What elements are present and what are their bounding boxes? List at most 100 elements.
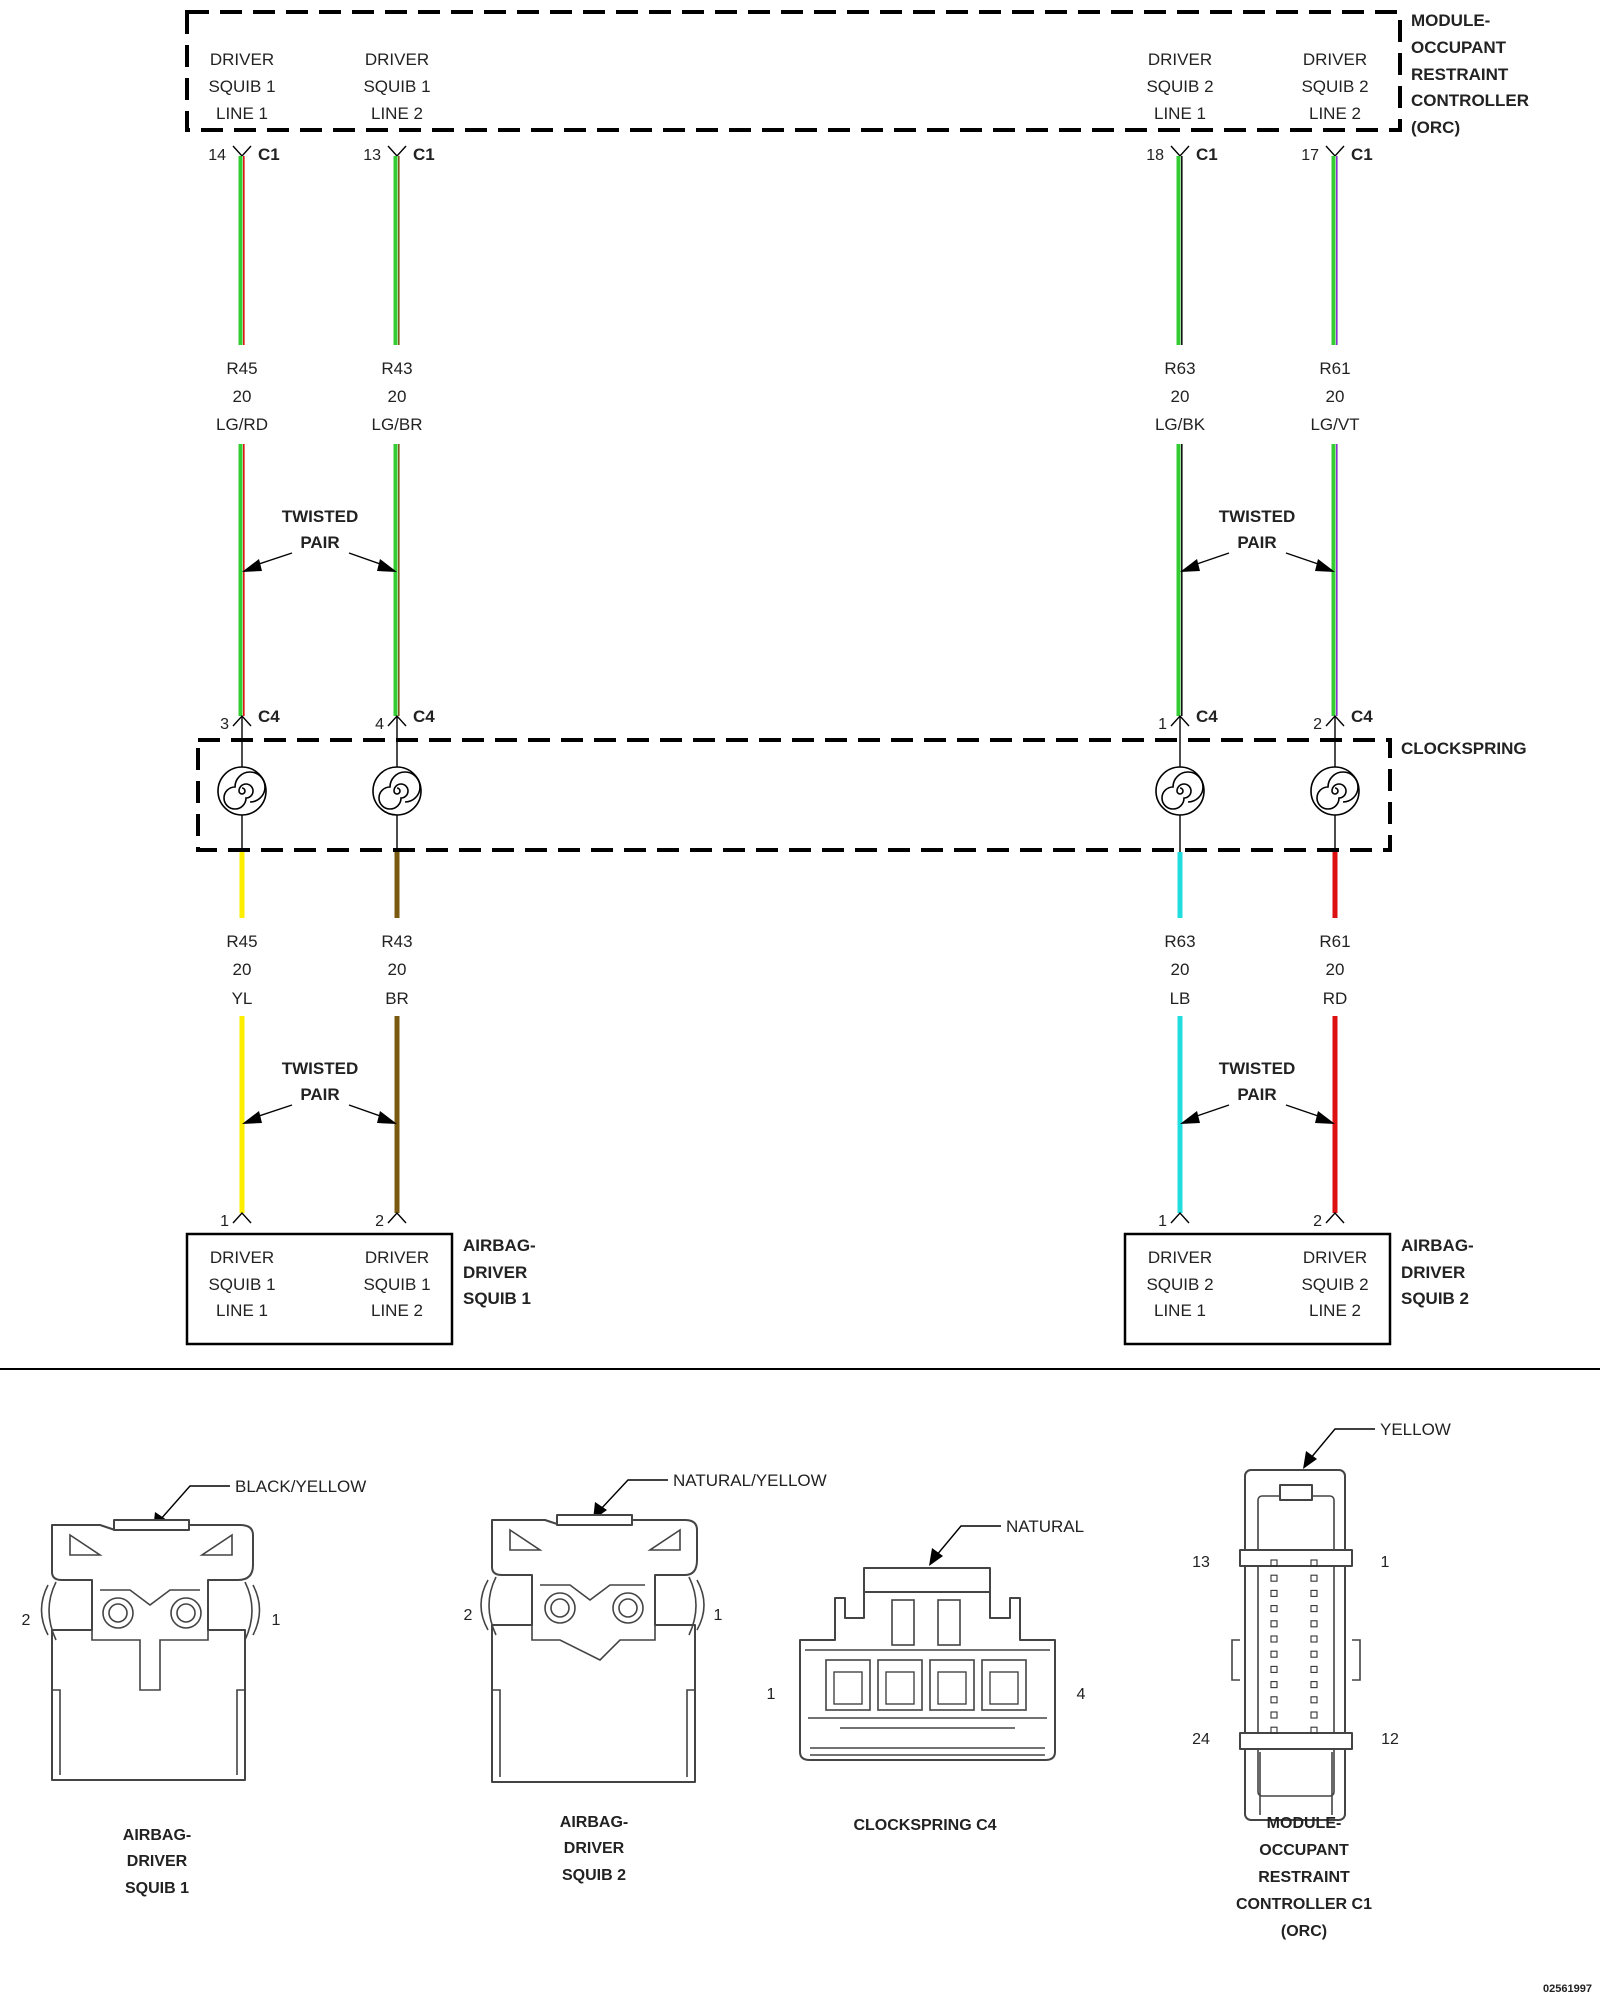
squib-pin-numbers: 1 2 1 2 xyxy=(220,1211,1345,1230)
svg-text:2: 2 xyxy=(1313,716,1322,733)
svg-text:SQUIB 1: SQUIB 1 xyxy=(463,1289,531,1308)
svg-text:DRIVER: DRIVER xyxy=(1401,1263,1465,1282)
svg-text:DRIVER: DRIVER xyxy=(1303,50,1367,69)
svg-text:SQUIB 1: SQUIB 1 xyxy=(363,1275,430,1294)
svg-text:DRIVER: DRIVER xyxy=(365,1248,429,1267)
svg-text:LINE 2: LINE 2 xyxy=(371,104,423,123)
svg-text:C4: C4 xyxy=(1351,707,1373,726)
coil-spiral xyxy=(1161,771,1204,810)
squib-1-title: AIRBAG- DRIVER SQUIB 1 xyxy=(463,1236,536,1308)
orc-cavity xyxy=(1270,1665,1278,1673)
orc-cavity xyxy=(1310,1635,1318,1643)
svg-text:SQUIB 2: SQUIB 2 xyxy=(1146,1275,1213,1294)
svg-text:13: 13 xyxy=(363,147,381,164)
orc-cavity xyxy=(1310,1605,1318,1613)
connector-view-orc-c1: YELLOW 13 1 24 12 MODULE- OCCUPANT RESTR… xyxy=(1192,1420,1451,1940)
orc-cavity xyxy=(1310,1681,1318,1689)
svg-text:CONTROLLER C1: CONTROLLER C1 xyxy=(1236,1896,1372,1913)
svg-text:13: 13 xyxy=(1192,1554,1210,1571)
svg-text:R43: R43 xyxy=(381,359,412,378)
svg-text:LG/BR: LG/BR xyxy=(371,415,422,434)
svg-text:12: 12 xyxy=(1381,1731,1399,1748)
orc-pin-labels: DRIVER SQUIB 1 LINE 1 DRIVER SQUIB 1 LIN… xyxy=(208,50,1368,123)
coil-spiral xyxy=(378,771,421,810)
svg-text:R43: R43 xyxy=(381,932,412,951)
svg-text:SQUIB 1: SQUIB 1 xyxy=(363,77,430,96)
svg-text:DRIVER: DRIVER xyxy=(365,50,429,69)
orc-cavity xyxy=(1310,1665,1318,1673)
orc-c1-terminals xyxy=(232,145,1345,158)
svg-text:AIRBAG-: AIRBAG- xyxy=(1401,1236,1474,1255)
svg-text:BLACK/YELLOW: BLACK/YELLOW xyxy=(235,1477,366,1496)
c4-cavity xyxy=(877,1659,923,1711)
svg-text:C1: C1 xyxy=(413,145,435,164)
orc-cavity xyxy=(1270,1620,1278,1628)
c4-terminal xyxy=(833,1671,863,1705)
svg-text:1: 1 xyxy=(767,1686,776,1703)
svg-text:RESTRAINT: RESTRAINT xyxy=(1411,65,1509,84)
svg-text:DRIVER: DRIVER xyxy=(210,50,274,69)
svg-text:4: 4 xyxy=(1077,1686,1086,1703)
orc-cavity xyxy=(1310,1574,1318,1582)
svg-text:NATURAL: NATURAL xyxy=(1006,1517,1084,1536)
orc-cavity xyxy=(1270,1681,1278,1689)
coil-spiral xyxy=(223,771,266,810)
svg-text:1: 1 xyxy=(714,1607,723,1624)
svg-text:TWISTED: TWISTED xyxy=(1219,507,1296,526)
svg-text:C4: C4 xyxy=(258,707,280,726)
svg-text:20: 20 xyxy=(1171,387,1190,406)
orc-cavity xyxy=(1270,1574,1278,1582)
svg-text:20: 20 xyxy=(388,960,407,979)
svg-text:DRIVER: DRIVER xyxy=(1148,1248,1212,1267)
svg-text:4: 4 xyxy=(375,716,384,733)
orc-cavity xyxy=(1310,1620,1318,1628)
svg-text:24: 24 xyxy=(1192,1731,1210,1748)
airbag-driver-squib-1-box xyxy=(185,1232,454,1346)
svg-text:1: 1 xyxy=(220,1213,229,1230)
svg-text:AIRBAG-: AIRBAG- xyxy=(560,1814,628,1831)
svg-text:20: 20 xyxy=(233,387,252,406)
clockspring-c4-pin-numbers: 3 C4 4 C4 1 C4 2 C4 xyxy=(220,707,1373,733)
svg-text:R61: R61 xyxy=(1319,932,1350,951)
orc-cavity xyxy=(1310,1589,1318,1597)
upper-wire-segments xyxy=(238,156,1338,716)
svg-text:PAIR: PAIR xyxy=(300,1085,339,1104)
clockspring-coils xyxy=(217,716,1360,852)
svg-text:SQUIB 1: SQUIB 1 xyxy=(208,1275,275,1294)
orc-cavity xyxy=(1310,1650,1318,1658)
figure-id: 02561997 xyxy=(1543,1983,1592,1995)
svg-text:SQUIB 2: SQUIB 2 xyxy=(1146,77,1213,96)
svg-text:LB: LB xyxy=(1170,989,1191,1008)
svg-text:LINE 1: LINE 1 xyxy=(216,104,268,123)
svg-text:C1: C1 xyxy=(1351,145,1373,164)
squib-2-pin-labels: DRIVER SQUIB 2 LINE 1 DRIVER SQUIB 2 LIN… xyxy=(1146,1248,1368,1320)
coil-spiral xyxy=(1316,771,1359,810)
svg-text:TWISTED: TWISTED xyxy=(1219,1059,1296,1078)
svg-text:18: 18 xyxy=(1146,147,1164,164)
svg-text:2: 2 xyxy=(22,1612,31,1629)
svg-text:2: 2 xyxy=(1313,1213,1322,1230)
svg-text:LINE 2: LINE 2 xyxy=(1309,1301,1361,1320)
svg-text:17: 17 xyxy=(1301,147,1319,164)
svg-text:20: 20 xyxy=(388,387,407,406)
svg-text:PAIR: PAIR xyxy=(1237,533,1276,552)
orc-cavity xyxy=(1270,1559,1278,1567)
twisted-pair-upper-left: TWISTED PAIR xyxy=(242,507,397,572)
svg-text:LINE 1: LINE 1 xyxy=(1154,1301,1206,1320)
orc-c1-pin-numbers: 14 C1 13 C1 18 C1 17 C1 xyxy=(208,145,1373,164)
svg-text:DRIVER: DRIVER xyxy=(1148,50,1212,69)
orc-cavity xyxy=(1270,1605,1278,1613)
svg-text:R61: R61 xyxy=(1319,359,1350,378)
clockspring-c4-terminals xyxy=(232,714,1345,727)
svg-text:1: 1 xyxy=(1381,1554,1390,1571)
svg-text:DRIVER: DRIVER xyxy=(1303,1248,1367,1267)
svg-text:OCCUPANT: OCCUPANT xyxy=(1411,38,1507,57)
svg-text:TWISTED: TWISTED xyxy=(282,1059,359,1078)
svg-text:MODULE-: MODULE- xyxy=(1267,1815,1342,1832)
squib-2-title: AIRBAG- DRIVER SQUIB 2 xyxy=(1401,1236,1474,1308)
svg-text:PAIR: PAIR xyxy=(300,533,339,552)
svg-text:R45: R45 xyxy=(226,359,257,378)
c4-terminal xyxy=(937,1671,967,1705)
svg-text:YL: YL xyxy=(232,989,253,1008)
